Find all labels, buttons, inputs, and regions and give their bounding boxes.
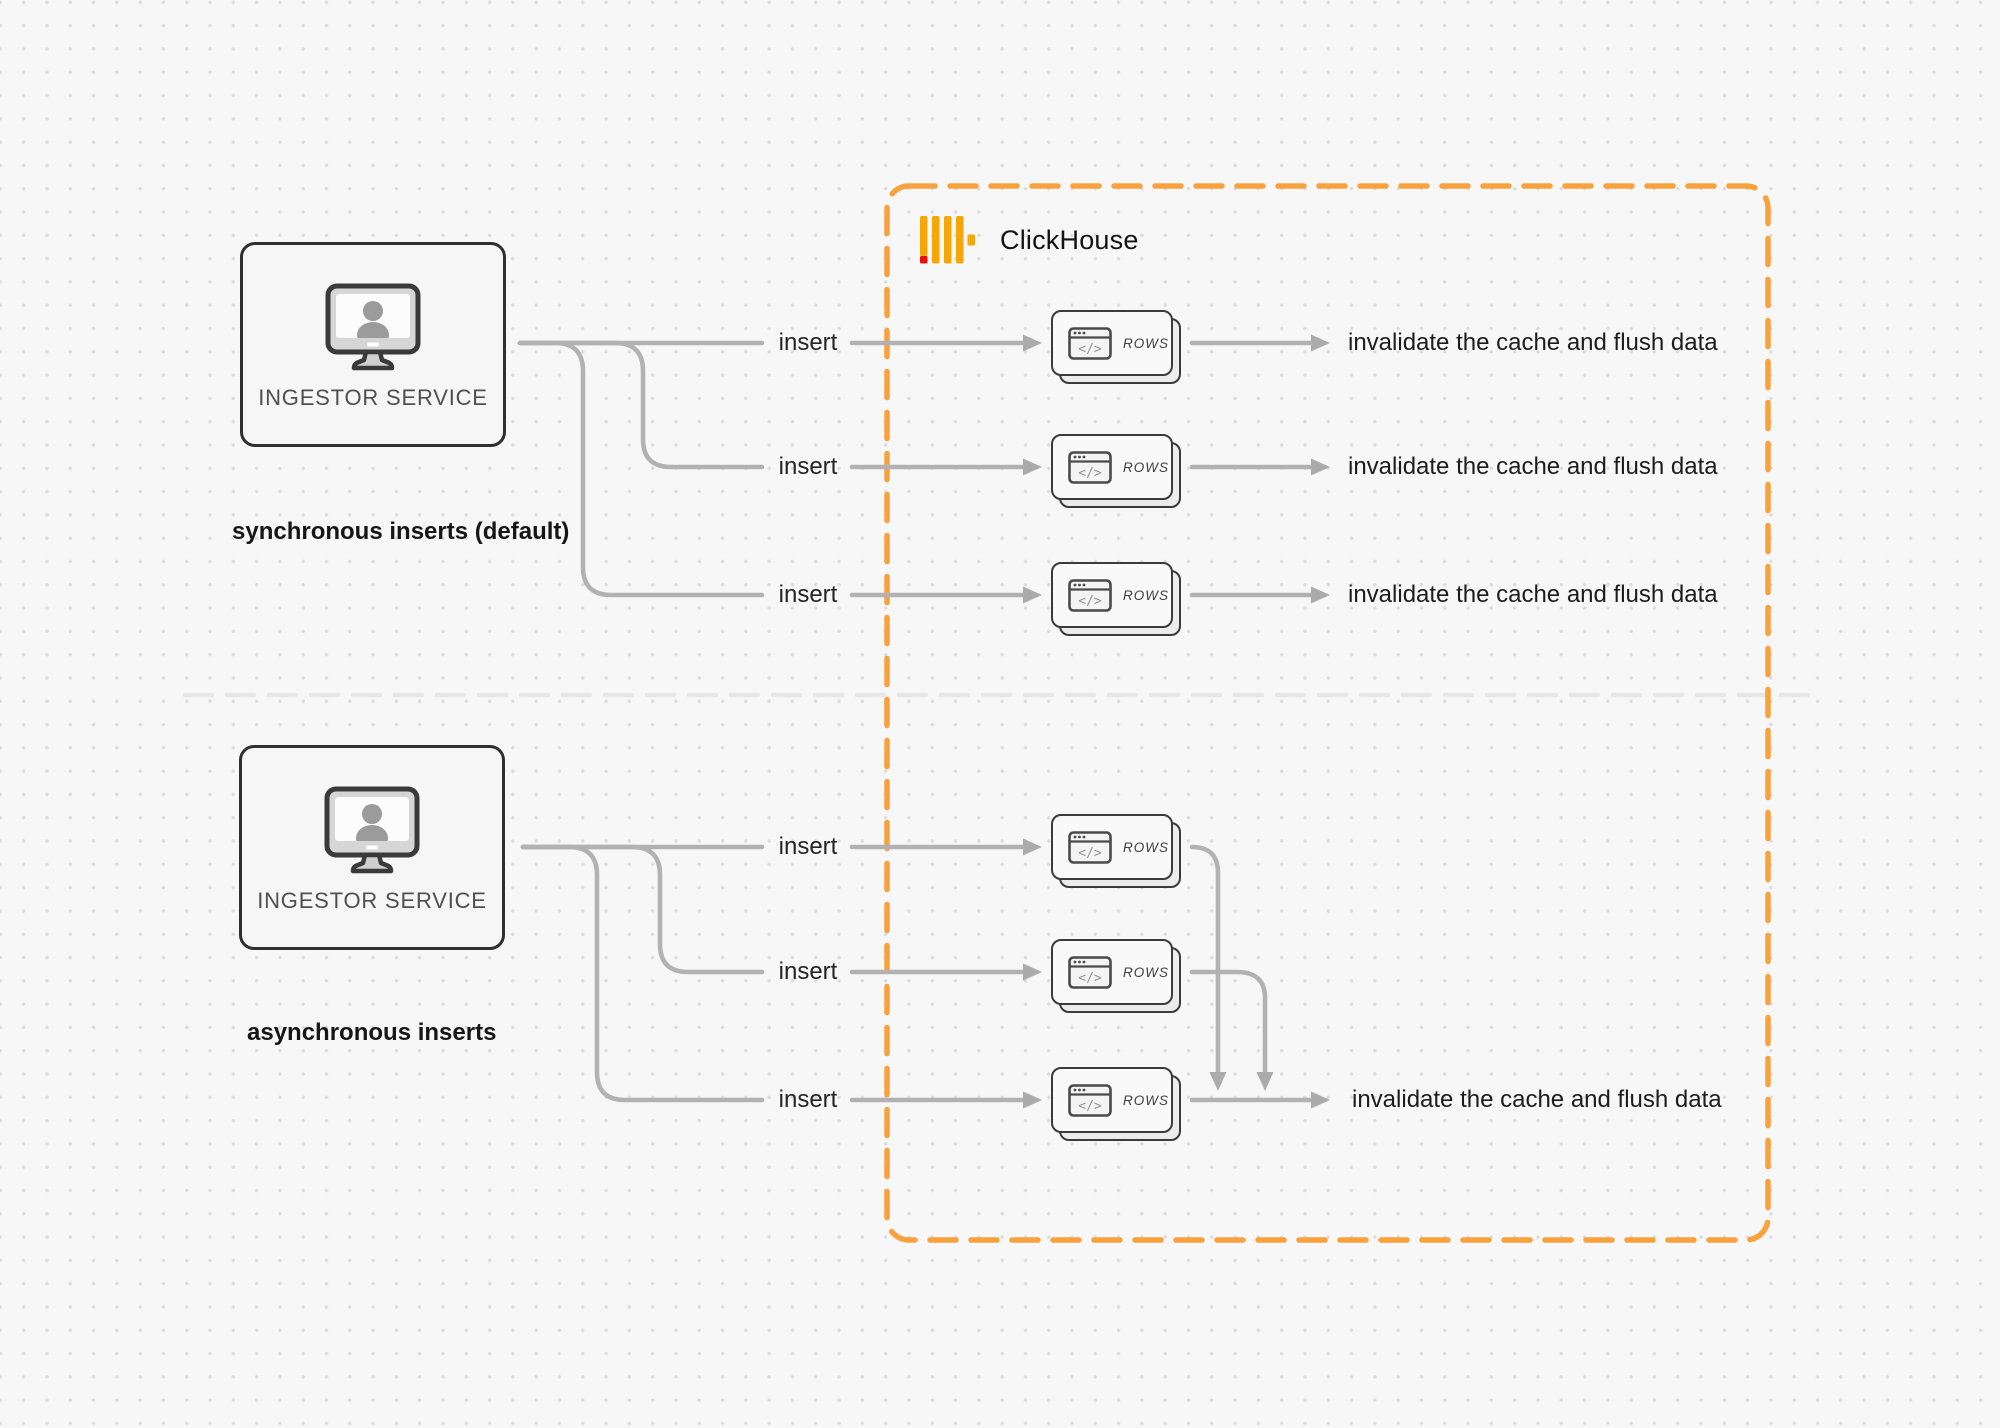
connector-sync-branch-3 (517, 340, 765, 598)
svg-text:</>: </> (1078, 1099, 1102, 1114)
connector-async-branch-2 (520, 844, 765, 975)
rows-card-label: ROWS (1123, 964, 1169, 980)
rows-card: </> ROWS (1051, 1067, 1181, 1141)
ingestor-service-box-sync: INGESTOR SERVICE (240, 242, 506, 447)
rows-card-label: ROWS (1123, 1092, 1169, 1108)
insert-label: insert (778, 833, 838, 860)
service-label: INGESTOR SERVICE (257, 888, 487, 913)
rows-card: </> ROWS (1051, 562, 1181, 636)
arrow-async-merge-2 (1189, 969, 1274, 1091)
clickhouse-label: ClickHouse (1000, 224, 1139, 255)
insert-label: insert (778, 329, 838, 356)
insert-label: insert (778, 1086, 838, 1113)
result-label: invalidate the cache and flush data (1348, 453, 1718, 480)
code-window-icon: </> (1068, 450, 1112, 484)
rows-card-label: ROWS (1123, 839, 1169, 855)
insert-label: insert (778, 958, 838, 985)
code-window-icon: </> (1068, 326, 1112, 360)
rows-card: </> ROWS (1051, 434, 1181, 508)
clickhouse-header: ClickHouse (920, 216, 1139, 264)
rows-card: </> ROWS (1051, 310, 1181, 384)
arrow-async-merge-1 (1189, 844, 1227, 1091)
insert-label: insert (778, 453, 838, 480)
rows-card-label: ROWS (1123, 459, 1169, 475)
rows-card: </> ROWS (1051, 939, 1181, 1013)
result-label: invalidate the cache and flush data (1352, 1086, 1722, 1113)
svg-text:</>: </> (1078, 971, 1102, 986)
code-window-icon: </> (1068, 955, 1112, 989)
svg-text:</>: </> (1078, 342, 1102, 357)
code-window-icon: </> (1068, 578, 1112, 612)
clickhouse-logo (920, 216, 975, 264)
rows-card-label: ROWS (1123, 587, 1169, 603)
ingestor-service-box-async: INGESTOR SERVICE (239, 745, 505, 950)
svg-text:</>: </> (1078, 466, 1102, 481)
rows-card-label: ROWS (1123, 335, 1169, 351)
result-label: invalidate the cache and flush data (1348, 581, 1718, 608)
monitor-user-icon (325, 283, 421, 371)
sync-caption: synchronous inserts (default) (232, 518, 570, 545)
code-window-icon: </> (1068, 830, 1112, 864)
service-label: INGESTOR SERVICE (258, 385, 488, 410)
clickhouse-boundary-box (884, 183, 1771, 1243)
async-caption: asynchronous inserts (247, 1019, 497, 1046)
monitor-user-icon (324, 786, 420, 874)
svg-text:</>: </> (1078, 846, 1102, 861)
code-window-icon: </> (1068, 1083, 1112, 1117)
insert-label: insert (778, 581, 838, 608)
connector-sync-branch-2 (517, 340, 765, 470)
connector-async-branch-3 (520, 844, 765, 1103)
rows-card: </> ROWS (1051, 814, 1181, 888)
svg-text:</>: </> (1078, 594, 1102, 609)
result-label: invalidate the cache and flush data (1348, 329, 1718, 356)
